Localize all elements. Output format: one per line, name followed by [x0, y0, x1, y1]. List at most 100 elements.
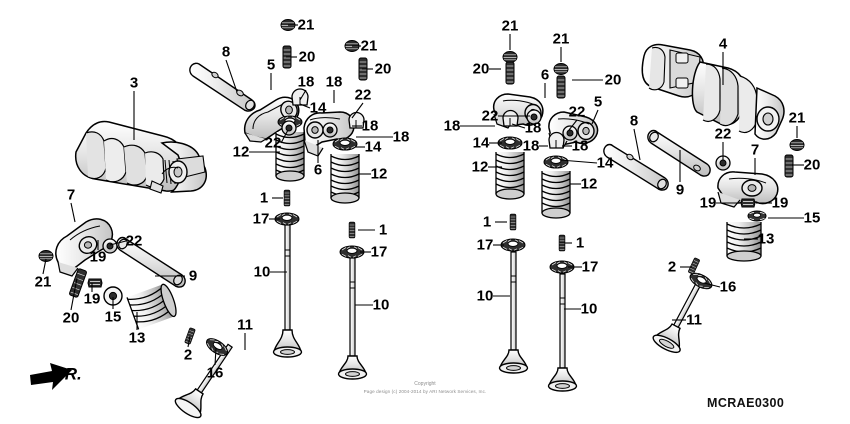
cotter-part-19 — [87, 278, 103, 288]
copyright-block: Copyright Page design (c) 2004-2014 by A… — [364, 381, 487, 395]
callout-number-12: 12 — [370, 165, 388, 183]
spring-seat-part-15 — [747, 210, 767, 222]
callout-number-1: 1 — [378, 221, 388, 239]
callout-number-18: 18 — [571, 137, 589, 155]
diagram-part-number-code: MCRAE0300 — [707, 396, 785, 410]
front-marker-label: FR. — [54, 364, 82, 384]
callout-number-17: 17 — [581, 258, 599, 276]
callout-number-12: 12 — [580, 175, 598, 193]
callout-number-21: 21 — [501, 17, 519, 35]
callout-number-10: 10 — [253, 263, 271, 281]
cotter-part-18 — [548, 131, 565, 149]
callout-number-11: 11 — [686, 311, 702, 329]
rocker-arm-part-7-right — [717, 171, 779, 208]
valve-part-10 — [272, 224, 303, 358]
callout-number-11: 11 — [237, 316, 253, 334]
callout-number-4: 4 — [718, 35, 728, 53]
rocker-shaft-part-9-right — [647, 129, 711, 177]
nut-part-21 — [789, 139, 805, 151]
callout-number-21: 21 — [360, 37, 378, 55]
copyright-line-2: Page design (c) 2004-2014 by ARI Network… — [363, 388, 487, 394]
callout-number-19: 19 — [89, 248, 107, 266]
callout-number-18: 18 — [443, 117, 461, 135]
leader-lines — [42, 24, 804, 366]
valve-spring-part-13 — [726, 222, 762, 262]
callout-number-8: 8 — [629, 112, 639, 130]
collar-part-22 — [281, 120, 297, 136]
valve-cotter-part-1 — [348, 221, 356, 239]
callout-number-22: 22 — [264, 134, 282, 152]
callout-number-20: 20 — [374, 60, 392, 78]
callout-number-1: 1 — [575, 234, 585, 252]
callout-number-20: 20 — [803, 156, 821, 174]
callout-number-19: 19 — [771, 194, 789, 212]
valve-spring-retainer-part-14 — [543, 155, 569, 169]
callout-number-7: 7 — [750, 141, 760, 159]
callout-number-2: 2 — [667, 258, 677, 276]
leader-line — [280, 129, 289, 144]
callout-number-18: 18 — [522, 137, 540, 155]
callout-number-12: 12 — [232, 143, 250, 161]
callout-number-12: 12 — [471, 158, 489, 176]
callout-number-6: 6 — [540, 66, 550, 84]
valve-part-10 — [337, 257, 368, 380]
valve-cotter-part-1 — [283, 189, 291, 207]
callout-number-5: 5 — [593, 93, 603, 111]
callout-number-18: 18 — [297, 73, 315, 91]
callout-number-9: 9 — [188, 267, 198, 285]
valve-spring-part-12 — [330, 154, 360, 204]
callout-number-14: 14 — [364, 138, 382, 156]
bolt-part-20 — [556, 75, 566, 99]
nut-part-21 — [553, 63, 569, 75]
callout-number-15: 15 — [104, 308, 122, 326]
collar-part-22 — [322, 122, 338, 138]
valve-cotter-part-1 — [509, 213, 517, 231]
leader-line — [70, 202, 76, 223]
callout-number-17: 17 — [476, 236, 494, 254]
valve-cotter-part-2 — [687, 257, 701, 275]
valve-part-10 — [498, 251, 529, 374]
callout-number-14: 14 — [309, 99, 327, 117]
callout-number-14: 14 — [472, 134, 490, 152]
cotter-part-19 — [740, 198, 756, 208]
callout-number-21: 21 — [552, 30, 570, 48]
leader-line — [633, 128, 641, 161]
callout-number-19: 19 — [699, 194, 717, 212]
callout-number-10: 10 — [476, 287, 494, 305]
rocker-shaft-part-8-right — [603, 143, 669, 191]
camshaft-left-part-3 — [74, 120, 207, 194]
callout-number-18: 18 — [524, 119, 542, 137]
leader-line — [109, 240, 127, 246]
leader-line — [591, 109, 599, 125]
callout-number-17: 17 — [370, 243, 388, 261]
callout-number-13: 13 — [757, 230, 775, 248]
leader-line — [559, 159, 598, 164]
valve-spring-retainer-part-17 — [500, 238, 526, 252]
callout-number-6: 6 — [313, 161, 323, 179]
callout-number-22: 22 — [125, 232, 143, 250]
callout-number-20: 20 — [298, 48, 316, 66]
callout-number-22: 22 — [568, 103, 586, 121]
leader-line — [214, 347, 217, 366]
callout-number-16: 16 — [719, 278, 737, 296]
callout-number-3: 3 — [129, 74, 139, 92]
camshaft-right-part-4 — [641, 43, 785, 140]
front-direction-arrow — [30, 363, 72, 390]
callout-number-22: 22 — [354, 86, 372, 104]
callout-number-21: 21 — [788, 109, 806, 127]
bolt-part-20 — [505, 61, 515, 85]
valve-part-10 — [547, 273, 578, 392]
callout-number-18: 18 — [392, 128, 410, 146]
callout-number-18: 18 — [361, 117, 379, 135]
leader-line — [42, 258, 47, 275]
callout-number-1: 1 — [482, 213, 492, 231]
leader-line — [187, 335, 191, 348]
callout-number-19: 19 — [83, 290, 101, 308]
leader-line — [299, 89, 307, 101]
callout-number-7: 7 — [66, 186, 76, 204]
leader-line — [703, 282, 721, 288]
rocker-shaft-part-9-left — [116, 236, 186, 288]
valve-spring-part-13-left — [126, 283, 177, 330]
